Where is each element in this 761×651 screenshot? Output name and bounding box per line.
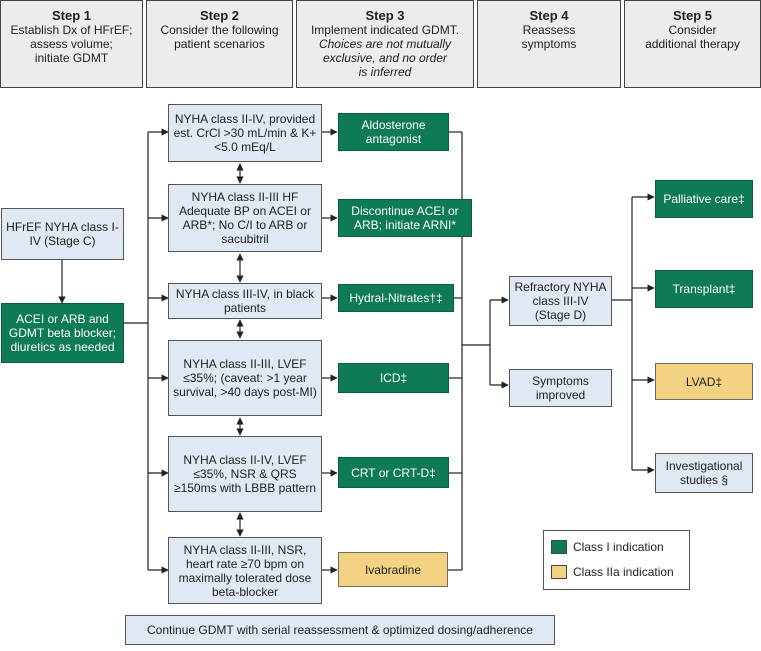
scenario-text: NYHA class II-III, NSR, heart rate ≥70 b…: [178, 542, 312, 599]
step-title: Step 3: [365, 8, 405, 23]
scenario-text: NYHA class II-IV, provided est. CrCl >30…: [173, 112, 317, 154]
therapy-text: ICD‡: [379, 371, 408, 385]
therapy-crt: CRT or CRT-D‡: [338, 457, 449, 488]
step-3-header: Step 3 Implement indicated GDMT. Choices…: [296, 0, 474, 88]
step-line: initiate GDMT: [34, 51, 109, 65]
investigational-studies-box: Investigational studies §: [655, 453, 753, 493]
scenario-text: NYHA class III-IV, in black patients: [175, 287, 315, 315]
refractory-text: Refractory NYHA class III-IV (Stage D): [514, 280, 607, 322]
step-title: Step 4: [529, 8, 569, 23]
lvad-box: LVAD‡: [655, 363, 753, 400]
therapy-aldosterone-antagonist: Aldosterone antagonist: [338, 113, 449, 151]
scenario-crt: NYHA class II-IV, LVEF ≤35%, NSR & QRS ≥…: [168, 436, 322, 512]
step-line: Consider the following: [160, 23, 279, 37]
scenario-hydral-nitrates: NYHA class III-IV, in black patients: [168, 283, 322, 319]
step-line: Establish Dx of HFrEF;: [10, 23, 133, 37]
continue-gdmt-footer: Continue GDMT with serial reassessment &…: [125, 615, 555, 645]
step-5-header: Step 5 Consider additional therapy: [624, 0, 761, 88]
step-line: patient scenarios: [174, 37, 265, 51]
footer-text: Continue GDMT with serial reassessment &…: [147, 623, 533, 637]
step-line: additional therapy: [645, 37, 740, 51]
step-2-header: Step 2 Consider the following patient sc…: [146, 0, 293, 88]
step-title: Step 5: [672, 8, 712, 23]
scenario-arni: NYHA class II-III HF Adequate BP on ACEI…: [168, 184, 322, 252]
scenario-text: NYHA class II-III HF Adequate BP on ACEI…: [179, 190, 311, 246]
step-title: Step 1: [51, 8, 91, 23]
hfref-stage-c-box: HFrEF NYHA class I-IV (Stage C): [1, 208, 124, 260]
step-line: Consider: [668, 23, 717, 37]
additional-text: Investigational studies §: [665, 459, 743, 487]
step-line: Reassess: [522, 23, 576, 37]
hfref-text: HFrEF NYHA class I-IV (Stage C): [6, 220, 119, 248]
step-note: exclusive, and no order: [322, 51, 448, 65]
therapy-text: Hydral-Nitrates†‡: [349, 291, 443, 305]
step-title: Step 2: [199, 8, 239, 23]
therapy-text: CRT or CRT-D‡: [351, 465, 436, 480]
step-1-header: Step 1 Establish Dx of HFrEF; assess vol…: [0, 0, 143, 88]
legend-item-class1: Class I indication: [551, 540, 664, 554]
transplant-box: Transplant‡: [655, 270, 753, 308]
scenario-text: NYHA class II-IV, LVEF ≤35%, NSR & QRS ≥…: [174, 453, 316, 495]
step-line: symptoms: [521, 37, 577, 51]
therapy-text: Ivabradine: [364, 562, 422, 577]
legend-label: Class I indication: [573, 540, 664, 554]
scenario-text: NYHA class II-III, LVEF ≤35%; (caveat: >…: [173, 357, 317, 399]
acei-arb-gdmt-box: ACEI or ARB and GDMT beta blocker; diure…: [1, 303, 124, 363]
additional-text: Palliative care‡: [663, 192, 745, 206]
therapy-text: Aldosterone antagonist: [361, 118, 426, 146]
scenario-icd: NYHA class II-III, LVEF ≤35%; (caveat: >…: [168, 340, 322, 416]
improved-text: Symptoms improved: [532, 374, 589, 402]
additional-text: LVAD‡: [685, 374, 723, 389]
class2a-swatch: [551, 565, 567, 579]
acei-text: ACEI or ARB and GDMT beta blocker; diure…: [8, 312, 117, 354]
palliative-care-box: Palliative care‡: [655, 180, 753, 218]
therapy-arni: Discontinue ACEI or ARB; initiate ARNI*: [338, 199, 472, 237]
refractory-stage-d-box: Refractory NYHA class III-IV (Stage D): [509, 276, 612, 326]
therapy-ivabradine: Ivabradine: [338, 552, 448, 587]
class1-swatch: [551, 540, 567, 554]
therapy-hydral-nitrates: Hydral-Nitrates†‡: [338, 284, 454, 312]
step-note: is inferred: [358, 65, 412, 79]
step-note: Choices are not mutually: [318, 37, 452, 51]
legend-label: Class IIa indication: [573, 565, 674, 579]
legend-item-class2a: Class IIa indication: [551, 565, 674, 579]
symptoms-improved-box: Symptoms improved: [509, 369, 612, 407]
step-4-header: Step 4 Reassess symptoms: [477, 0, 621, 88]
therapy-text: Discontinue ACEI or ARB; initiate ARNI*: [351, 204, 459, 232]
step-line: assess volume;: [30, 37, 113, 51]
therapy-icd: ICD‡: [338, 363, 449, 393]
additional-text: Transplant‡: [672, 282, 736, 296]
step-line: Implement indicated GDMT.: [310, 23, 460, 37]
legend: Class I indication Class IIa indication: [543, 530, 690, 590]
scenario-aldosterone: NYHA class II-IV, provided est. CrCl >30…: [168, 104, 322, 162]
scenario-ivabradine: NYHA class II-III, NSR, heart rate ≥70 b…: [168, 537, 322, 604]
